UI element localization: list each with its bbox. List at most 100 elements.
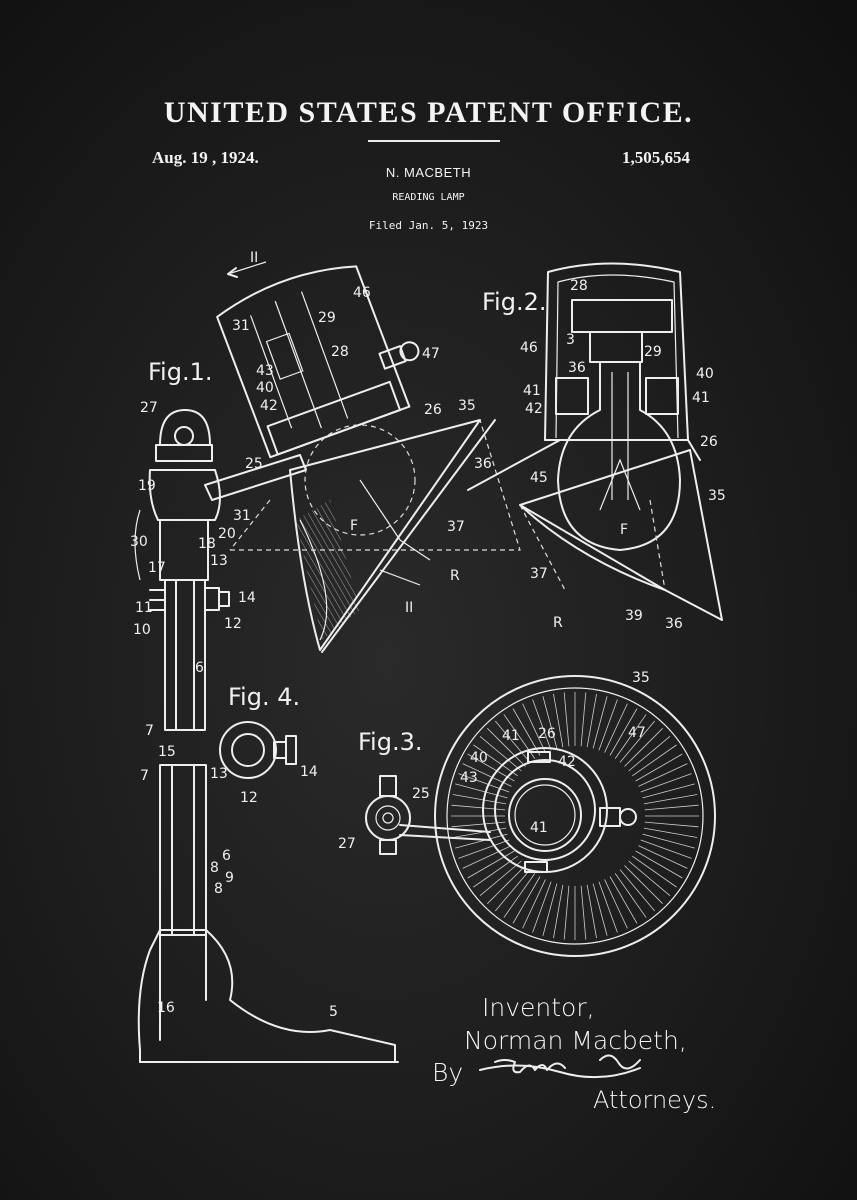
ref-label: F — [350, 518, 358, 534]
shade-ray — [624, 865, 663, 904]
section-mark: II — [405, 600, 413, 616]
inventor-heading: N. MACBETH — [385, 165, 472, 180]
ref-label: 41 — [523, 383, 541, 399]
shade-ray — [592, 696, 608, 749]
ref-label: 42 — [558, 754, 576, 770]
ref-label: 12 — [224, 616, 242, 632]
ref-label: 36 — [568, 360, 586, 376]
ref-label: 14 — [238, 590, 256, 606]
ref-label: 13 — [210, 553, 228, 569]
ref-label: 46 — [520, 340, 538, 356]
shade-ray — [553, 884, 564, 939]
shade-ray — [632, 744, 677, 777]
ref-label: 30 — [130, 534, 148, 550]
fig3-ref-labels: 35 41 26 40 43 42 47 25 27 41 — [338, 670, 650, 852]
ref-label: 40 — [470, 750, 488, 766]
ref-label: 31 — [232, 318, 250, 334]
shade-ray — [532, 699, 552, 751]
ref-label: 41 — [692, 390, 710, 406]
shade-ray — [619, 869, 656, 912]
shade-ray — [624, 728, 663, 767]
shade-ray — [586, 693, 597, 748]
ref-label: 39 — [625, 608, 643, 624]
shade-ray — [643, 827, 698, 838]
fig3-label: Fig.3. — [358, 728, 423, 756]
shade-ray — [609, 876, 638, 924]
shade-ray — [522, 703, 546, 753]
fig4-ref-labels: 13 14 12 — [210, 764, 318, 806]
shade-ray — [487, 728, 526, 767]
ref-label: 7 — [140, 768, 149, 784]
ref-label: 26 — [538, 726, 556, 742]
by-label: By — [432, 1058, 464, 1087]
ref-label: 41 — [530, 820, 548, 836]
shade-ray — [451, 804, 506, 811]
fig4-drawing — [219, 721, 297, 779]
fig2-label: Fig.2. — [482, 288, 547, 316]
fig2-drawing — [467, 262, 723, 621]
shade-ray — [598, 699, 618, 751]
shade-ray — [614, 873, 647, 918]
shade-ray — [635, 850, 683, 879]
ref-label: 3 — [566, 332, 575, 348]
shade-ray — [640, 773, 692, 793]
patent-date: Aug. 19 , 1924. — [152, 148, 259, 167]
fig2-ref-labels: 28 46 3 29 36 40 41 42 41 26 45 F 35 37 … — [520, 278, 726, 632]
shade-ray — [522, 879, 546, 929]
ref-label: R — [450, 568, 460, 584]
shade-ray — [494, 869, 531, 912]
ref-label: 37 — [530, 566, 548, 582]
ref-label: 7 — [145, 723, 154, 739]
ref-label: 47 — [628, 725, 646, 741]
ref-label: 25 — [245, 456, 263, 472]
ref-label: 25 — [412, 786, 430, 802]
shade-ray — [642, 833, 695, 849]
fig1-label: Fig.1. — [148, 358, 213, 386]
shade-ray — [586, 884, 597, 939]
fig3-drawing — [365, 675, 716, 957]
shade-ray — [580, 692, 587, 747]
shade-ray — [458, 839, 510, 859]
fig1-base-drawing — [137, 764, 399, 1063]
shade-ray — [628, 860, 671, 897]
shade-ray — [512, 876, 541, 924]
ref-label: 46 — [353, 285, 371, 301]
ref-label: 8 — [210, 860, 219, 876]
ref-label: 6 — [195, 660, 204, 676]
shade-ray — [479, 735, 522, 772]
ref-label: 35 — [632, 670, 650, 686]
ref-label: 17 — [148, 560, 166, 576]
ref-label: 28 — [331, 344, 349, 360]
ref-label: 31 — [233, 508, 251, 524]
shade-ray — [462, 845, 512, 869]
ref-label: 12 — [240, 790, 258, 806]
section-mark: II — [250, 250, 258, 266]
ref-label: 29 — [318, 310, 336, 326]
shade-ray — [479, 860, 522, 897]
ref-label: 35 — [458, 398, 476, 414]
fig1-upper-drawing — [134, 261, 521, 731]
ref-label: 41 — [502, 728, 520, 744]
ref-label: 47 — [422, 346, 440, 362]
shade-ray — [487, 865, 526, 904]
fig1-ref-labels: 27 25 19 30 20 18 17 13 14 11 10 12 31 4… — [130, 285, 492, 1020]
ref-label: 28 — [570, 278, 588, 294]
shade-ray — [643, 794, 698, 805]
ref-label: 27 — [140, 400, 158, 416]
ref-label: 35 — [708, 488, 726, 504]
attorney-signature — [479, 1054, 641, 1079]
ref-label: 26 — [424, 402, 442, 418]
shade-ray — [638, 763, 688, 787]
shade-ray — [580, 885, 587, 940]
ref-label: 27 — [338, 836, 356, 852]
patent-number: 1,505,654 — [622, 148, 690, 167]
shade-ray — [532, 881, 552, 933]
ref-label: 5 — [329, 1004, 338, 1020]
ref-label: 43 — [460, 770, 478, 786]
ref-label: 13 — [210, 766, 228, 782]
shade-ray — [632, 855, 677, 888]
ref-label: 40 — [256, 380, 274, 396]
ref-label: 14 — [300, 764, 318, 780]
shade-ray — [542, 696, 558, 749]
